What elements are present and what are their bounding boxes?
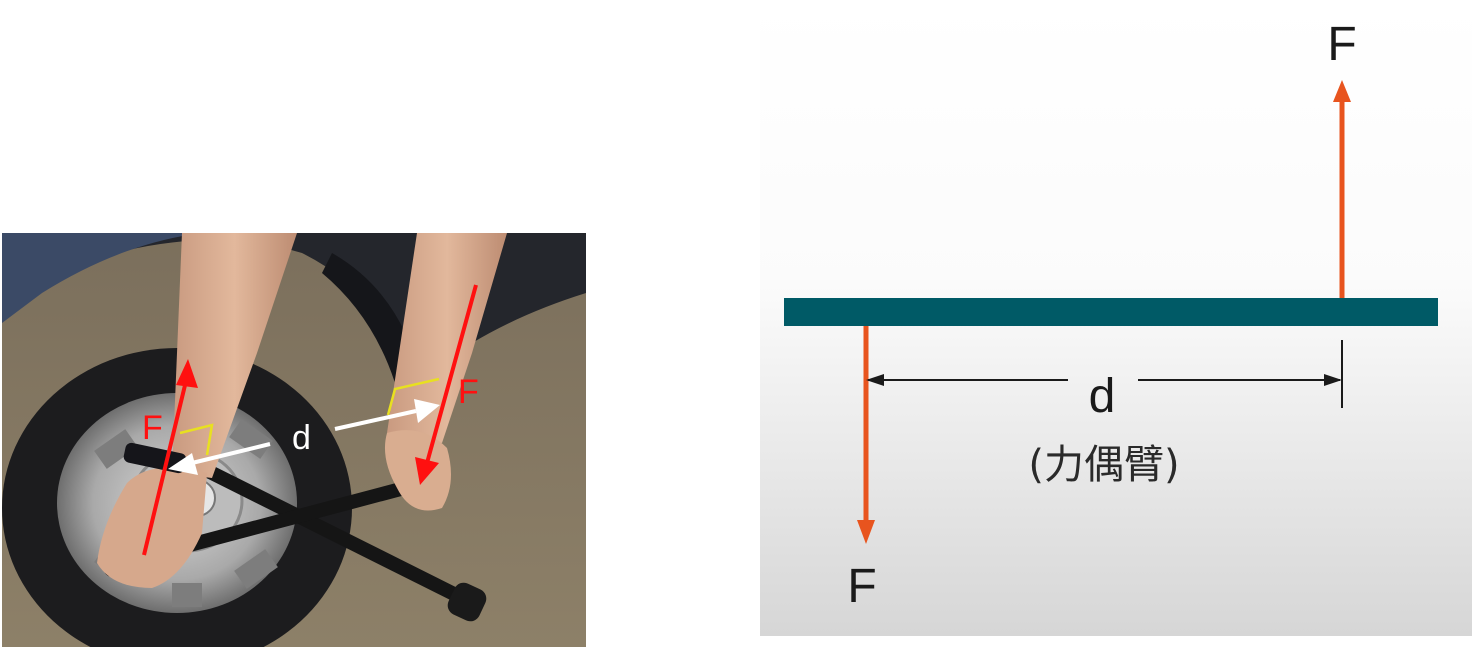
distance-arrow-left [168,442,271,475]
force-label-right: F [458,373,479,411]
force-arrow-down [857,326,875,544]
left-arm [172,233,297,478]
car-panel-highlight [2,233,202,323]
dimension-arrowhead-left [866,374,884,386]
force-arrow-right [415,284,478,485]
wristwatch [123,442,187,474]
couple-diagram: F F d (力偶臂) [760,0,1472,640]
distance-arrow-right [334,399,440,431]
dimension-arrowhead-right [1324,374,1342,386]
wrench-socket [447,582,487,622]
couple-diagram-svg: F F d (力偶臂) [760,0,1472,636]
force-arrow-left [142,359,198,556]
force-label-left: F [142,409,163,447]
force-label-bottom: F [847,560,876,613]
distance-caption: (力偶臂) [1028,442,1179,488]
dimension-line [868,340,1343,408]
wheel-wrench-photo: F F d [2,233,586,647]
force-label-top: F [1327,18,1356,71]
right-angle-marker-right [386,377,440,416]
force-arrow-up [1333,80,1351,298]
distance-label: d [292,419,311,457]
right-angle-marker-left [179,423,214,456]
distance-label: d [1089,370,1116,423]
lever-bar [784,298,1438,326]
wheel-wrench-scene: F F d [2,233,586,647]
